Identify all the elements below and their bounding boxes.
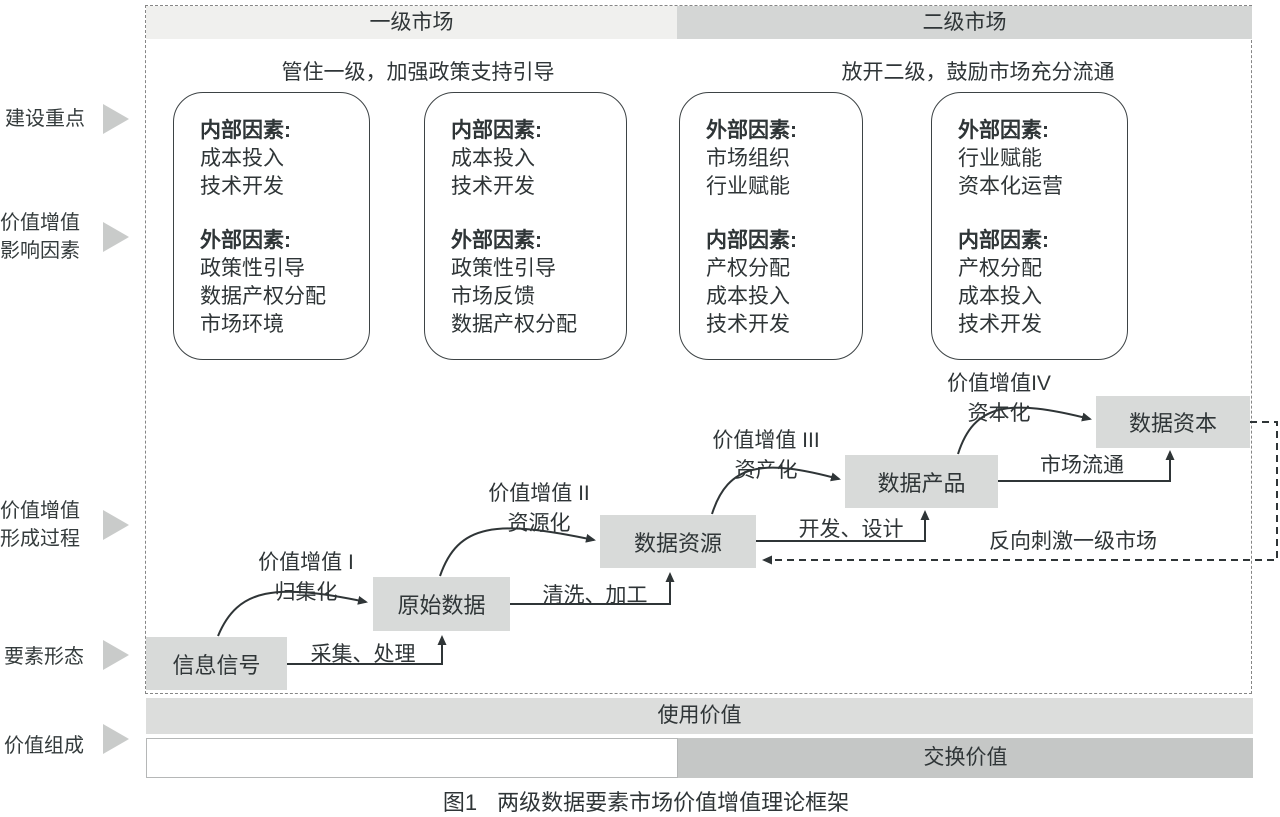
figure-title: 两级数据要素市场价值增值理论框架 [497,790,850,815]
increment-3-line2: 资产化 [734,459,798,482]
figure-number: 图1 [442,790,478,815]
factor-item: 技术开发 [958,313,1042,336]
factor-item: 政策性引导 [451,257,556,280]
factor-box-secondary-1: 外部因素: 市场组织 行业赋能 内部因素: 产权分配 成本投入 技术开发 [679,92,863,360]
dashed-frame [145,5,1252,694]
increment-label-2: 价值增值 II 资源化 [488,477,590,537]
row-arrow-icon [103,104,129,134]
flow-node-data-product: 数据产品 [845,455,998,508]
factor-section-title: 内部因素: [706,229,797,252]
increment-label-3: 价值增值 III 资产化 [712,424,819,484]
row-label-influence-line2: 影响因素 [0,240,80,262]
factor-box-primary-2: 内部因素: 成本投入 技术开发 外部因素: 政策性引导 市场反馈 数据产权分配 [424,92,627,360]
row-label-process-line2: 形成过程 [0,528,80,550]
header-primary-market: 一级市场 [146,6,677,39]
increment-label-4: 价值增值IV 资本化 [947,367,1051,427]
row-label-process-line1: 价值增值 [0,500,80,522]
factor-item: 市场环境 [200,313,284,336]
factor-item: 技术开发 [200,175,284,198]
increment-2-line2: 资源化 [507,512,571,535]
increment-3-line1: 价值增值 III [712,429,820,452]
increment-1-line1: 价值增值 I [258,551,354,574]
increment-label-1: 价值增值 I 归集化 [258,546,354,606]
row-label-value-composition: 价值组成 [4,735,84,757]
factor-item: 成本投入 [451,147,535,170]
factor-item: 政策性引导 [200,257,305,280]
step-label-market-circulation: 市场流通 [1040,454,1124,477]
factor-section-title: 内部因素: [451,119,542,142]
factor-item: 技术开发 [706,313,790,336]
factor-item: 成本投入 [200,147,284,170]
step-label-develop-design: 开发、设计 [798,518,904,541]
use-value-bar: 使用价值 [146,698,1253,734]
factor-item: 行业赋能 [706,175,790,198]
exchange-value-bar: 交换价值 [678,738,1253,778]
factor-item: 资本化运营 [958,175,1063,198]
factor-box-primary-1: 内部因素: 成本投入 技术开发 外部因素: 政策性引导 数据产权分配 市场环境 [173,92,370,360]
flow-node-data-capital: 数据资本 [1096,396,1250,448]
increment-2-line1: 价值增值 II [488,482,590,505]
factor-item: 行业赋能 [958,147,1042,170]
factor-item: 市场反馈 [451,285,535,308]
factor-section-title: 内部因素: [200,119,291,142]
flow-node-raw-data: 原始数据 [373,577,510,631]
row-label-influence-factors: 价值增值 影响因素 [0,209,80,265]
factor-section-title: 内部因素: [958,229,1049,252]
increment-4-line1: 价值增值IV [947,372,1051,395]
row-label-element-form: 要素形态 [4,646,84,668]
factor-item: 成本投入 [706,285,790,308]
step-label-clean-process: 清洗、加工 [542,584,648,607]
section-gap [706,201,852,227]
section-gap [200,201,359,227]
row-arrow-icon [103,724,129,754]
flow-node-info-signal: 信息信号 [146,637,287,690]
factor-item: 技术开发 [451,175,535,198]
policy-primary: 管住一级，加强政策支持引导 [281,61,555,84]
row-label-formation-process: 价值增值 形成过程 [0,497,80,553]
policy-secondary: 放开二级，鼓励市场充分流通 [841,61,1115,84]
factor-section-title: 外部因素: [200,229,291,252]
factor-item: 市场组织 [706,147,790,170]
factor-section-title: 外部因素: [958,119,1049,142]
section-gap [451,201,616,227]
figure-caption: 图1 两级数据要素市场价值增值理论框架 [443,785,849,817]
header-secondary-market: 二级市场 [677,6,1252,39]
factor-item: 成本投入 [958,285,1042,308]
exchange-value-empty-segment [146,738,678,778]
factor-item: 产权分配 [958,257,1042,280]
row-arrow-icon [103,640,129,670]
section-gap [958,201,1117,227]
row-arrow-icon [103,222,129,252]
increment-4-line2: 资本化 [967,402,1031,425]
step-label-collect-process: 采集、处理 [310,643,416,666]
row-label-influence-line1: 价值增值 [0,212,80,234]
feedback-label: 反向刺激一级市场 [989,530,1157,553]
factor-item: 数据产权分配 [200,285,326,308]
factor-item: 产权分配 [706,257,790,280]
increment-1-line2: 归集化 [274,581,338,604]
factor-item: 数据产权分配 [451,313,577,336]
row-arrow-icon [103,510,129,540]
factor-section-title: 外部因素: [706,119,797,142]
factor-box-secondary-2: 外部因素: 行业赋能 资本化运营 内部因素: 产权分配 成本投入 技术开发 [931,92,1128,360]
flow-node-data-resource: 数据资源 [600,515,756,568]
row-label-construction: 建设重点 [5,108,85,130]
factor-section-title: 外部因素: [451,229,542,252]
